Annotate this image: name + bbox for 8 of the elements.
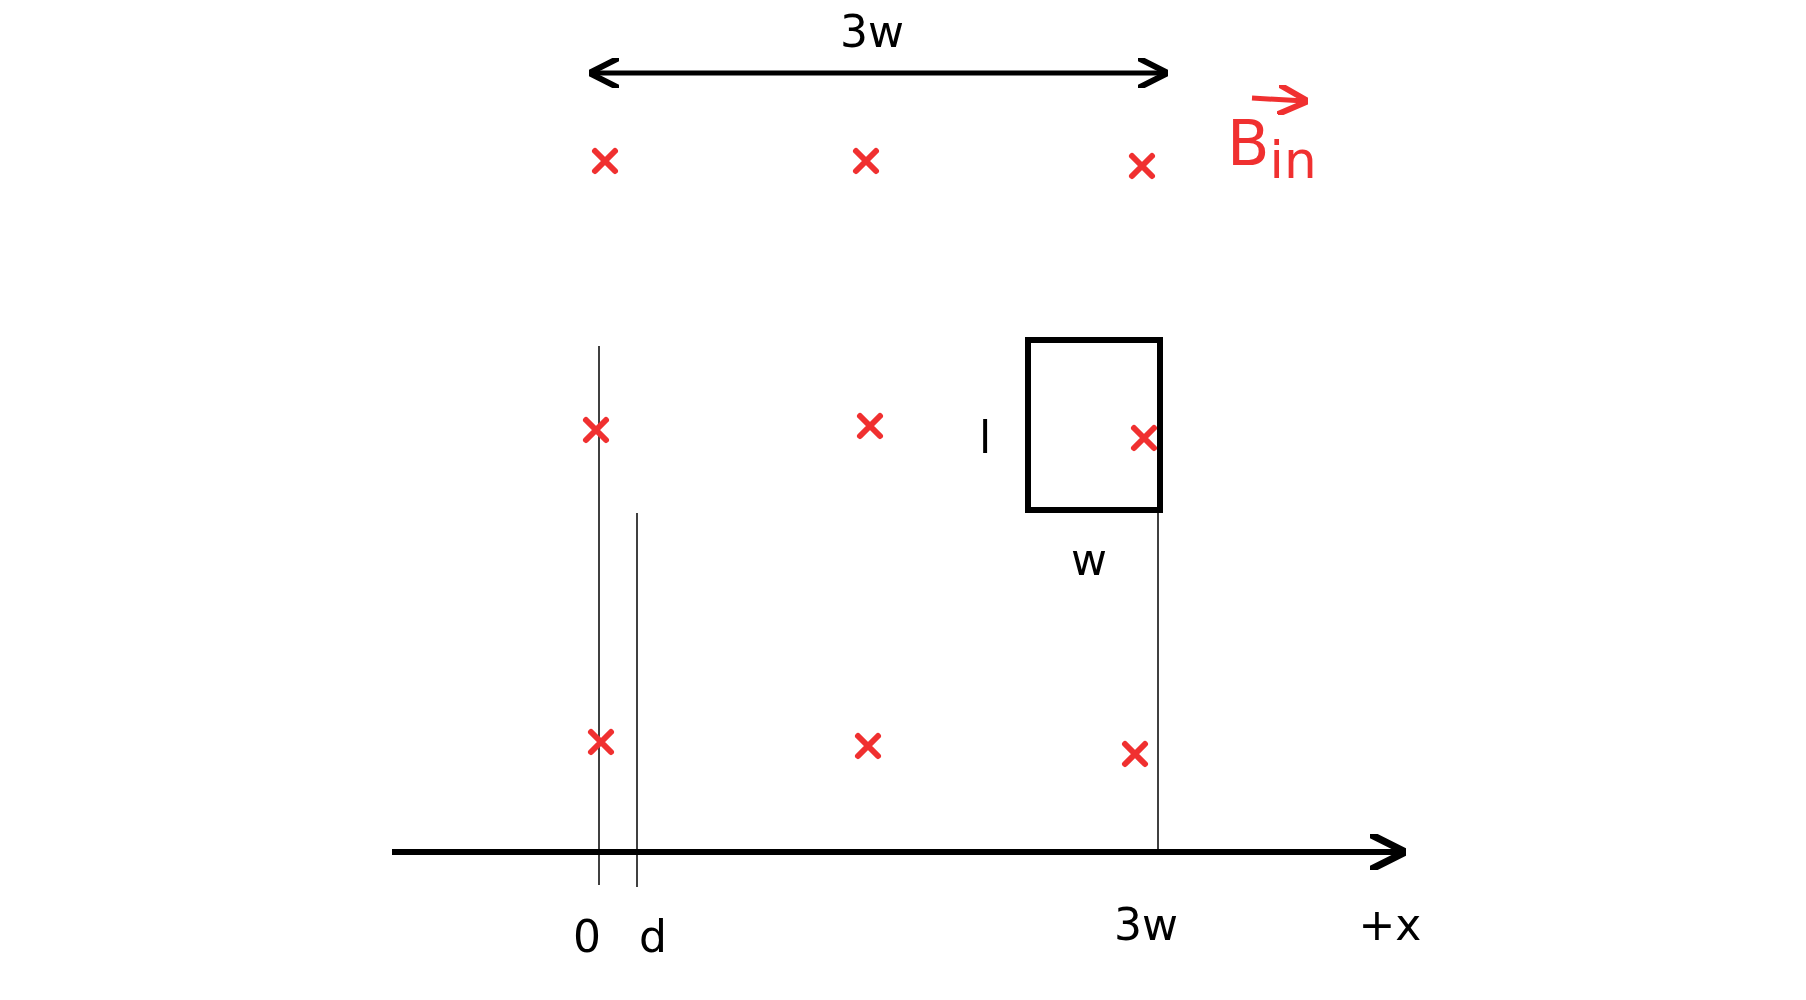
axis-tick-label: 3w <box>1114 903 1178 947</box>
axis-tick-label: d <box>639 915 667 959</box>
field-label: B$_{in}$ <box>1227 113 1317 188</box>
dimension-label: 3w <box>840 10 904 54</box>
axis-label: +x <box>1358 903 1422 947</box>
side-label: w <box>1071 538 1107 582</box>
side-label: l <box>979 416 992 460</box>
axis-tick-label: 0 <box>573 915 601 959</box>
